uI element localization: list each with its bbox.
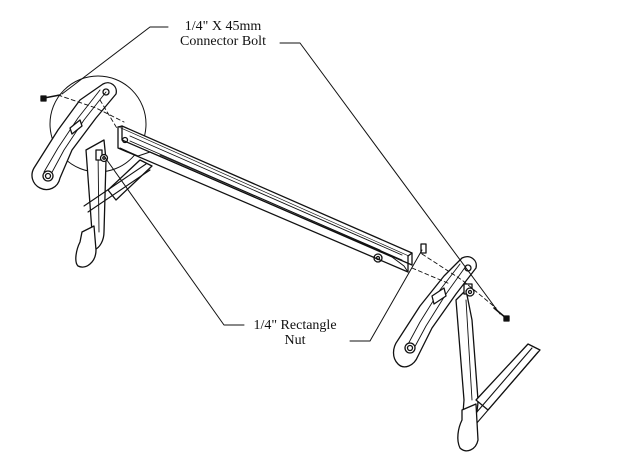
bolt-left <box>40 94 61 102</box>
nut-right <box>420 243 427 254</box>
connector-bolt-callout: 1/4" X 45mm Connector Bolt <box>168 19 278 49</box>
right-hinge <box>392 256 541 452</box>
rectangle-nut-name: Nut <box>284 333 306 348</box>
alignment-line-right <box>421 253 497 309</box>
connector-bolt-size: 1/4" X 45mm <box>184 19 262 34</box>
rectangle-nut-callout: 1/4" Rectangle Nut <box>240 318 350 348</box>
leader-lines <box>61 26 501 342</box>
rail-hole-right <box>373 253 383 263</box>
bolt-right <box>493 307 510 322</box>
rail-hole-left <box>121 136 129 144</box>
left-hinge <box>31 82 153 268</box>
rectangle-nut-size: 1/4" Rectangle <box>253 318 337 333</box>
connector-bolt-name: Connector Bolt <box>180 34 266 49</box>
cross-bar <box>117 125 413 273</box>
